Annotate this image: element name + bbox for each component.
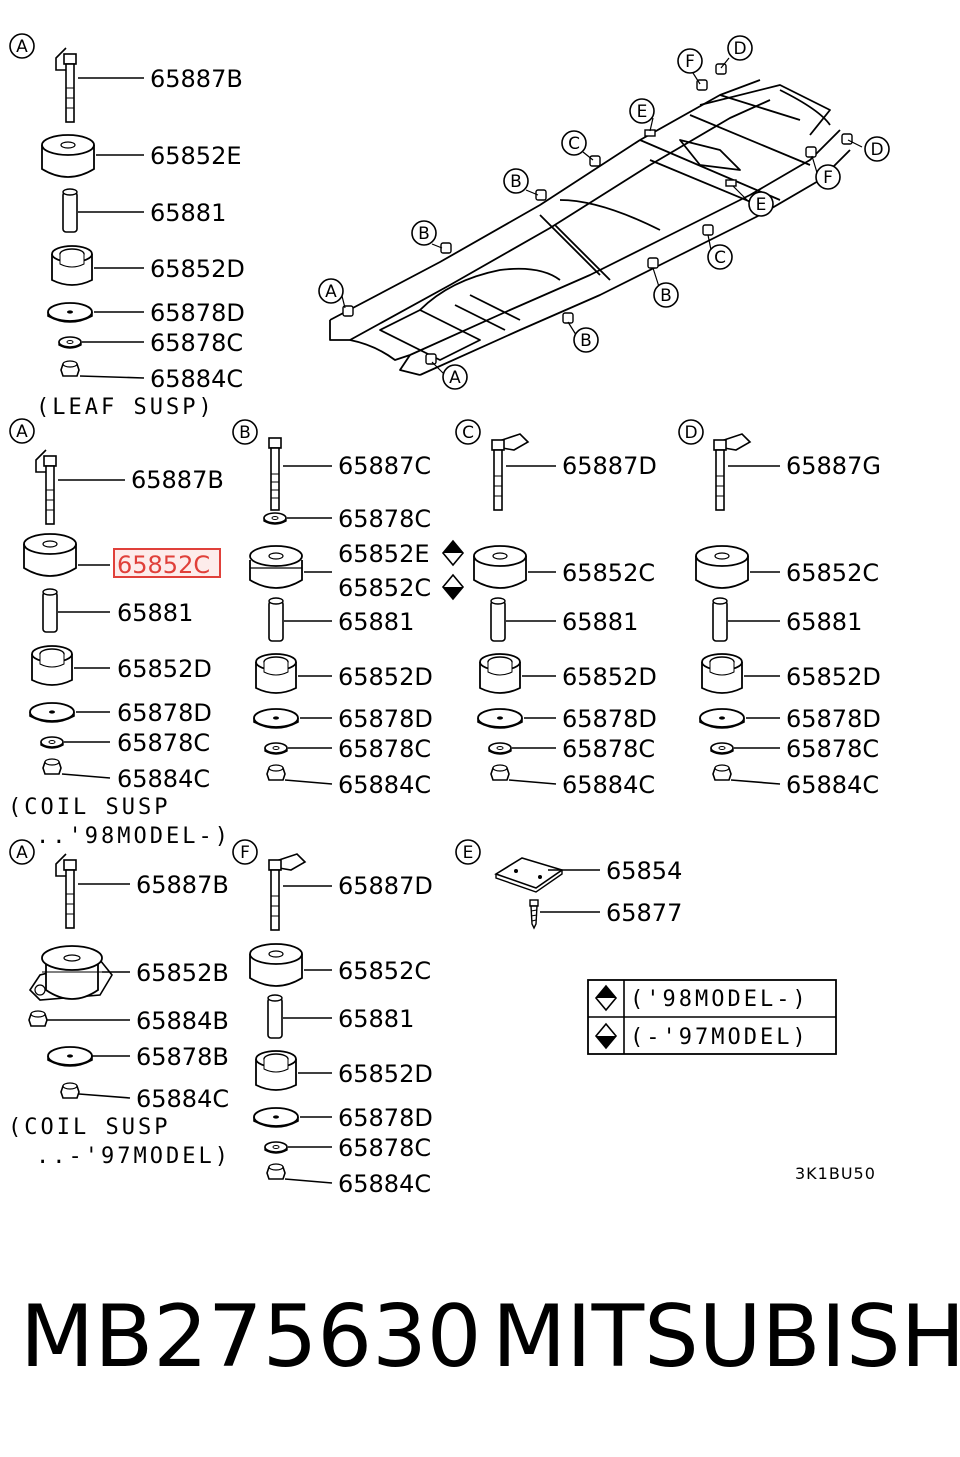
leaf-part-sleeve: 65881 xyxy=(150,199,226,227)
frame-label-d-2: D xyxy=(870,140,883,160)
diamond-filled-icon xyxy=(442,540,464,566)
b-part-lower-bushing: 65852D xyxy=(338,663,433,691)
group-leaf-susp: A 65887B 65852E 65881 65852D 65878D 6587… xyxy=(9,33,245,420)
frame-label-b-4: B xyxy=(660,286,672,306)
frame-label-a-front-right: A xyxy=(449,368,461,388)
leaf-caption: (LEAF SUSP) xyxy=(36,395,215,420)
leaf-part-washer: 65878D xyxy=(150,299,245,327)
coil98-caption-line2: ..'98MODEL-) xyxy=(36,824,231,849)
group-c-circle-label: C xyxy=(462,423,474,443)
frame-label-b-2: B xyxy=(580,331,592,351)
c-part-nut: 65884C xyxy=(562,771,655,799)
d-part-sleeve: 65881 xyxy=(786,608,862,636)
group-d: D 65887G 65852C 65881 65852D 65878D 6587… xyxy=(678,419,881,799)
leaf-part-small-washer: 65878C xyxy=(150,329,243,357)
part-number: MB275630 xyxy=(20,1287,482,1387)
d-part-bolt: 65887G xyxy=(786,452,881,480)
d-part-lower-bushing: 65852D xyxy=(786,663,881,691)
frame-label-b-1: B xyxy=(418,224,430,244)
c-part-lower-bushing: 65852D xyxy=(562,663,657,691)
group-e: E 65854 65877 xyxy=(455,839,682,930)
f-part-upper-bushing: 65852C xyxy=(338,957,431,985)
b-part-bushing-97: 65852C xyxy=(338,574,431,602)
b-part-bushing-98: 65852E xyxy=(338,540,430,568)
group-e-circle-label: E xyxy=(463,843,474,863)
c-part-sleeve: 65881 xyxy=(562,608,638,636)
leaf-part-upper-bushing: 65852E xyxy=(150,142,242,170)
b-part-nut: 65884C xyxy=(338,771,431,799)
group-c: C 65887D 65852C 65881 65852D 65878D 6587… xyxy=(455,419,657,799)
coil97-part-bolt: 65887B xyxy=(136,871,229,899)
frame-label-c-2: C xyxy=(714,248,726,268)
c-part-upper-bushing: 65852C xyxy=(562,559,655,587)
group-coil97-circle-label: A xyxy=(16,843,28,863)
b-part-bolt: 65887C xyxy=(338,452,431,480)
coil97-part-nut: 65884C xyxy=(136,1085,229,1113)
coil97-caption-line1: (COIL SUSP xyxy=(8,1115,170,1140)
e-part-screw: 65877 xyxy=(606,899,682,927)
frame-label-d-1: D xyxy=(733,39,746,59)
e-part-plate: 65854 xyxy=(606,857,682,885)
group-f-circle-label: F xyxy=(240,843,250,863)
leaf-part-lower-bushing: 65852D xyxy=(150,255,245,283)
coil98-caption-line1: (COIL SUSP xyxy=(8,795,170,820)
diamond-half-icon xyxy=(442,574,464,600)
coil98-part-washer: 65878D xyxy=(117,699,212,727)
coil97-part-flange-nut: 65884B xyxy=(136,1007,229,1035)
frame-label-c-1: C xyxy=(568,134,580,154)
b-part-sleeve: 65881 xyxy=(338,608,414,636)
frame-label-e-1: E xyxy=(637,102,648,122)
diagram-code: 3K1BU50 xyxy=(795,1164,876,1183)
legend-row-98: ('98MODEL-) xyxy=(630,987,809,1012)
leaf-part-bolt: 65887B xyxy=(150,65,243,93)
f-part-nut: 65884C xyxy=(338,1170,431,1198)
frame-label-f-1: F xyxy=(685,52,695,72)
group-leaf-circle-label: A xyxy=(16,37,28,57)
d-part-small-washer: 65878C xyxy=(786,735,879,763)
f-part-small-washer: 65878C xyxy=(338,1134,431,1162)
b-part-top-washer: 65878C xyxy=(338,505,431,533)
f-part-lower-bushing: 65852D xyxy=(338,1060,433,1088)
coil98-part-upper-bushing-highlighted: 65852C xyxy=(117,551,210,579)
group-coil-98: A 65887B 65852C 65881 65852D 65878D 6587… xyxy=(8,418,231,849)
group-coil98-circle-label: A xyxy=(16,422,28,442)
d-part-nut: 65884C xyxy=(786,771,879,799)
d-part-upper-bushing: 65852C xyxy=(786,559,879,587)
coil98-part-bolt: 65887B xyxy=(131,466,224,494)
coil97-caption-line2: ..-'97MODEL) xyxy=(36,1144,231,1169)
c-part-small-washer: 65878C xyxy=(562,735,655,763)
coil97-part-washer: 65878B xyxy=(136,1043,229,1071)
coil98-part-lower-bushing: 65852D xyxy=(117,655,212,683)
d-part-washer: 65878D xyxy=(786,705,881,733)
c-part-bolt: 65887D xyxy=(562,452,657,480)
f-part-bolt: 65887D xyxy=(338,872,433,900)
frame-label-b-3: B xyxy=(510,172,522,192)
coil97-part-mount: 65852B xyxy=(136,959,229,987)
f-part-washer: 65878D xyxy=(338,1104,433,1132)
frame-label-f-2: F xyxy=(823,168,833,188)
b-part-small-washer: 65878C xyxy=(338,735,431,763)
group-d-circle-label: D xyxy=(684,423,697,443)
group-b-circle-label: B xyxy=(239,423,251,443)
f-part-sleeve: 65881 xyxy=(338,1005,414,1033)
group-coil-97: A 65887B 65852B 65884B 65878B 65884C xyxy=(8,839,231,1169)
frame-label-a-front-left: A xyxy=(325,282,337,302)
coil98-part-sleeve: 65881 xyxy=(117,599,193,627)
group-f: F 65887D 65852C 65881 65852D 65878D 6587… xyxy=(232,839,433,1198)
brand-name: MITSUBISHI xyxy=(492,1287,960,1387)
c-part-washer: 65878D xyxy=(562,705,657,733)
highlighted-part-box xyxy=(113,548,221,578)
legend-row-97: (-'97MODEL) xyxy=(630,1025,809,1050)
chassis-frame: A A B B B B C C D D E E F F xyxy=(318,35,890,390)
b-part-washer: 65878D xyxy=(338,705,433,733)
group-b: B 65887C 65878C 65852E 65852C 65881 6585… xyxy=(232,419,464,799)
model-legend: ('98MODEL-) (-'97MODEL) xyxy=(587,979,837,1055)
coil98-part-small-washer: 65878C xyxy=(117,729,210,757)
coil98-part-nut: 65884C xyxy=(117,765,210,793)
frame-label-e-2: E xyxy=(756,195,767,215)
leaf-part-nut: 65884C xyxy=(150,365,243,393)
